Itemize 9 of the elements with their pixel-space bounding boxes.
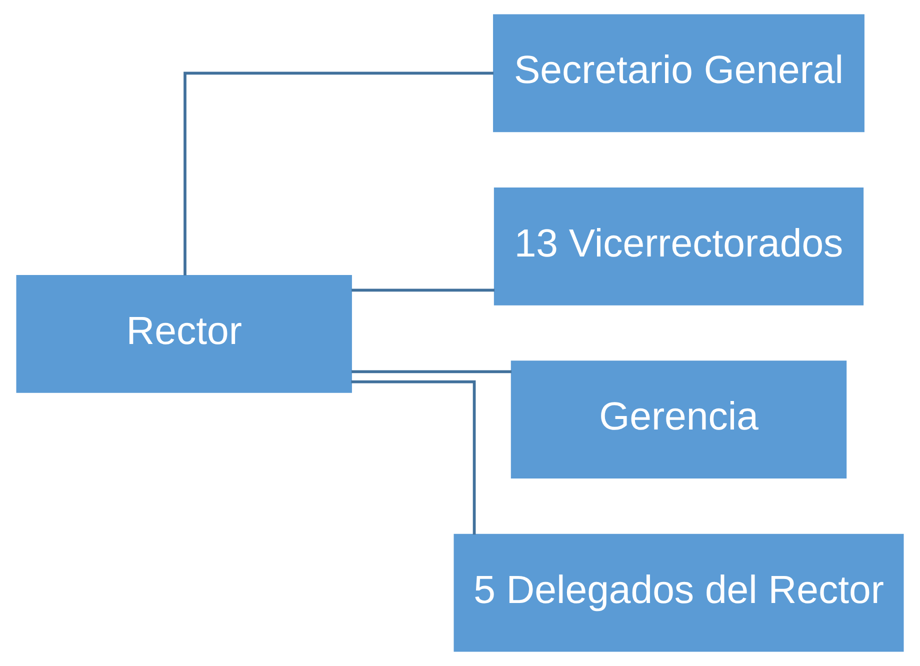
- connector: [351, 380, 476, 535]
- connector: [352, 370, 512, 374]
- connector: [352, 288, 494, 292]
- node-box: 5 Delegados del Rector: [454, 534, 904, 652]
- connector: [184, 72, 494, 276]
- node-box: Rector: [16, 274, 352, 393]
- node-box: Secretario General: [493, 14, 864, 132]
- node-box: 13 Vicerrectorados: [494, 187, 864, 306]
- node-box: Gerencia: [510, 360, 847, 479]
